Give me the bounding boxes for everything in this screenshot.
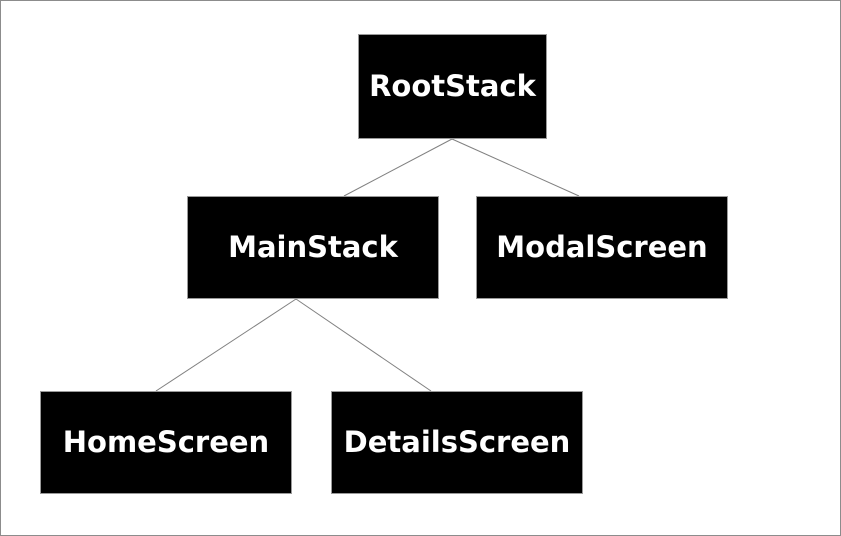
node-label-rootstack: RootStack [369,69,536,103]
node-label-modalscreen: ModalScreen [496,230,708,264]
node-detailsscreen[interactable]: DetailsScreen [331,391,583,494]
edge-mainstack-homescreen [155,298,297,392]
node-label-homescreen: HomeScreen [62,425,270,459]
edge-rootstack-mainstack [343,138,453,197]
node-modalscreen[interactable]: ModalScreen [476,196,728,299]
edge-mainstack-detailsscreen [295,298,432,392]
node-label-detailsscreen: DetailsScreen [343,425,571,459]
node-homescreen[interactable]: HomeScreen [40,391,292,494]
edge-rootstack-modalscreen [451,138,580,197]
node-rootstack[interactable]: RootStack [358,34,547,139]
node-mainstack[interactable]: MainStack [187,196,439,299]
node-label-mainstack: MainStack [228,230,398,264]
